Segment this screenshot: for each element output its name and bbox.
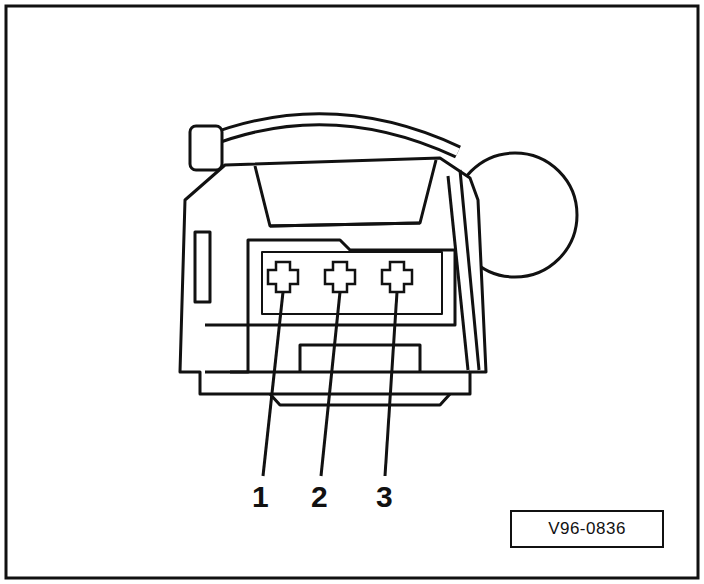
figure-code: V96-0836 bbox=[548, 519, 626, 539]
frame bbox=[6, 6, 698, 578]
figure-code-box: V96-0836 bbox=[510, 510, 664, 548]
pin-cavities bbox=[268, 262, 412, 292]
callout-number: 3 bbox=[376, 482, 393, 512]
connector-housing bbox=[180, 119, 577, 405]
callout-number: 1 bbox=[252, 482, 269, 512]
callout-number: 2 bbox=[311, 482, 328, 512]
leader-lines bbox=[263, 292, 397, 476]
